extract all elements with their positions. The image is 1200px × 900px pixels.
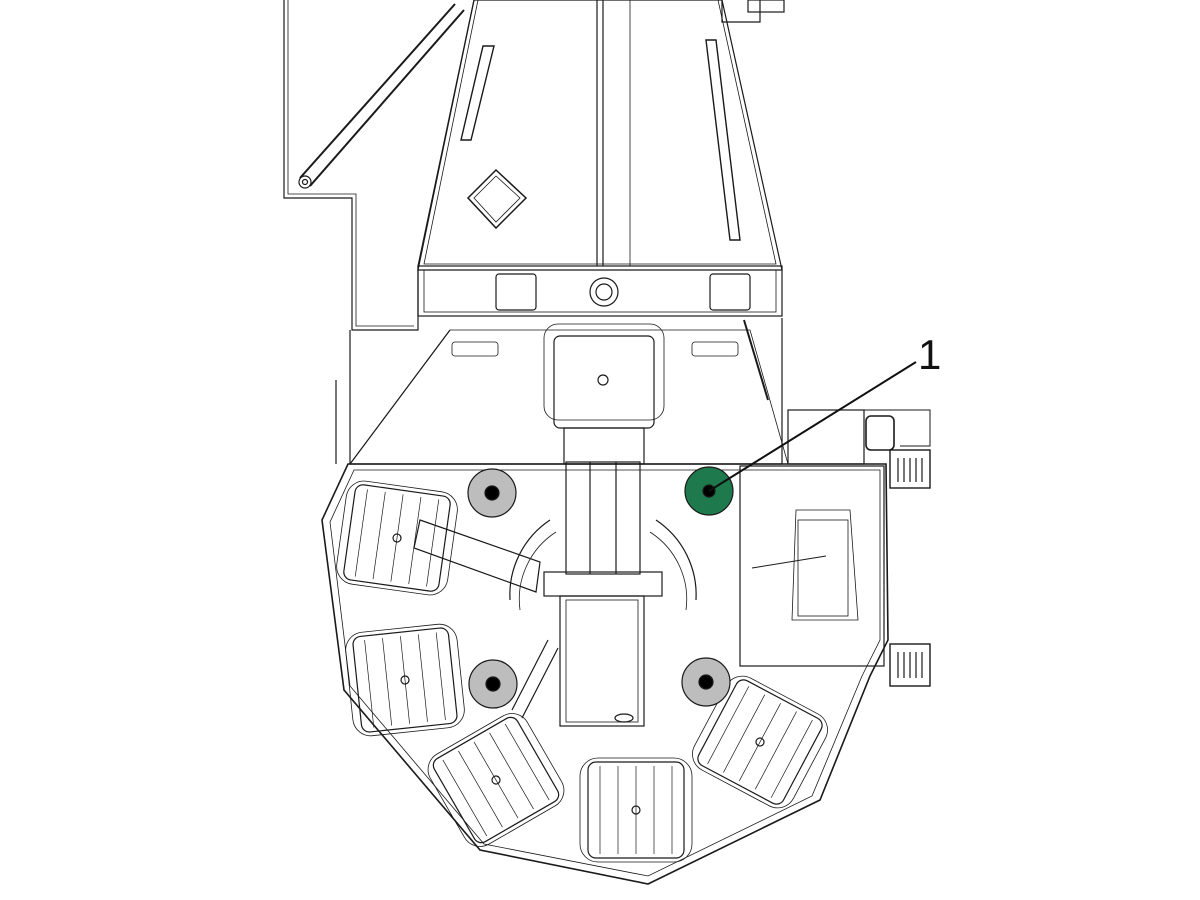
pallet-3: [427, 713, 565, 847]
upper-column: [417, 0, 785, 271]
pallet-1: [336, 480, 458, 596]
cross-beam: [417, 265, 783, 317]
roller-bottom-left: [468, 659, 518, 709]
pallet-2: [345, 623, 465, 737]
pallet-5: [692, 675, 828, 809]
roller-bottom-right: [681, 657, 731, 707]
handle-top: [889, 449, 931, 489]
handle-bottom: [889, 643, 931, 687]
middle-housing: [335, 318, 789, 465]
side-box: [787, 409, 931, 465]
pallet-4: [579, 757, 693, 863]
callout-leader-line: [708, 361, 917, 492]
central-ram: [543, 461, 663, 727]
lower-enclosure: [321, 463, 889, 885]
link-arm: [413, 519, 559, 719]
callout-label-1: 1: [918, 331, 942, 378]
roller-top-left: [467, 468, 517, 518]
left-housing: [283, 0, 475, 331]
top-pallet: [543, 323, 665, 465]
loading-station: [739, 465, 885, 667]
